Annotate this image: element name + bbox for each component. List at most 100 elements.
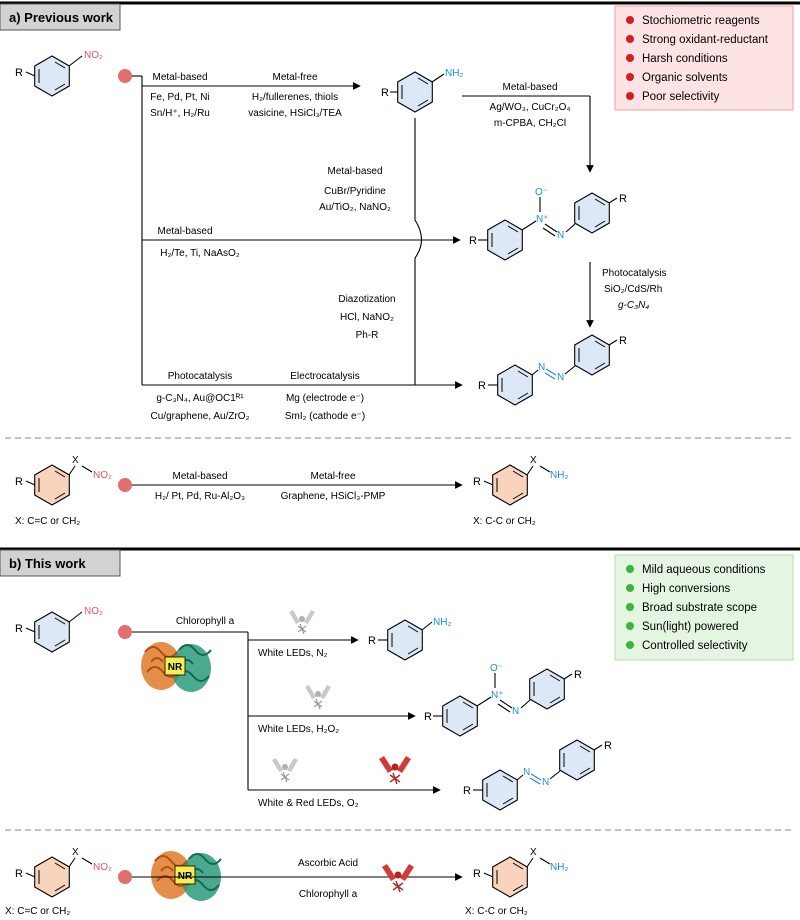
r-group: R [15, 623, 23, 635]
azoxy-n-plus: N⁺ [491, 690, 504, 701]
nitro-label: NO₂ [93, 470, 112, 481]
advantage-item: Sun(light) powered [642, 621, 739, 633]
r-group: R [15, 67, 23, 79]
drawback-item: Organic solvents [642, 72, 728, 84]
r-group: R [381, 87, 389, 99]
nitroalkyl-start-b: X NO₂ R [15, 847, 112, 898]
drawback-bullet-icon [626, 54, 634, 62]
label-metal-based-middle: Metal-based [327, 166, 382, 177]
condition-2: White LEDs, H₂O₂ [258, 724, 339, 735]
r-group: R [619, 335, 627, 347]
start-node [118, 478, 132, 492]
label-direct: Metal-based [157, 226, 212, 237]
advantage-bullet-icon [626, 641, 634, 649]
advantage-bullet-icon [626, 622, 634, 630]
reagents-middle-b: Au/TiO₂, NaNO₂ [319, 202, 391, 213]
drawback-item: Harsh conditions [642, 53, 728, 65]
azo-n2: N [542, 777, 549, 788]
red-led-icon [381, 863, 415, 893]
amine-label: NH₂ [550, 470, 568, 481]
label-electrocatalysis: Electrocatalysis [290, 371, 359, 382]
panel-b-label: b) This work [9, 556, 86, 571]
reagents-oxidation-b: m-CPBA, CH₂Cl [494, 118, 566, 129]
substituent-note-left-b: X: C=C or CH₂ [5, 906, 70, 917]
reagents-oxidation-a: Ag/WO₃, CuCr₂O₄ [490, 102, 571, 113]
drawback-bullet-icon [626, 73, 634, 81]
start-node [118, 625, 132, 639]
label-metal-free-1: Metal-free [272, 72, 317, 83]
azo-product-b: N N R R [463, 739, 612, 811]
r-group: R [424, 711, 432, 723]
white-led-icon [271, 757, 299, 783]
reagents-metal-free-1a: H₂/fullerenes, thiols [252, 92, 338, 103]
azo-product: N N R R [478, 334, 627, 406]
reagents-photocat-a: SiO₂/CdS/Rh [604, 284, 662, 295]
red-led-icon [378, 755, 412, 785]
nitroarene-start: NO₂ R [15, 50, 103, 97]
advantage-bullet-icon [626, 584, 634, 592]
r-group: R [619, 193, 627, 205]
reagent-chlorophyll: Chlorophyll a [299, 889, 358, 900]
nitroarene-start-b: NO₂ R [15, 606, 103, 653]
drawback-bullet-icon [626, 35, 634, 43]
advantage-item: Broad substrate scope [642, 602, 757, 614]
r-group: R [574, 669, 582, 681]
condition-3: White & Red LEDs, O₂ [258, 798, 359, 809]
azoxy-o-minus: O⁻ [535, 187, 548, 198]
azo-n2: N [557, 372, 564, 383]
label-photocatalysis-right: Photocatalysis [602, 268, 666, 279]
azoxy-o-minus: O⁻ [490, 663, 503, 674]
reagents-photo-bottom-b: Cu/graphene, Au/ZrO₂ [151, 411, 250, 422]
x-atom: X [72, 455, 79, 466]
r-group: R [473, 868, 481, 880]
nitro-label: NO₂ [84, 606, 103, 617]
reagents-metal-free-1b: vasicine, HSiCl₃/TEA [248, 108, 342, 119]
x-atom: X [72, 847, 79, 858]
r-group: R [15, 476, 23, 488]
aniline-product: NH₂ R [381, 68, 463, 113]
reagents-diazo-b: Ph-R [356, 330, 379, 341]
drawback-item: Stochiometric reagents [642, 15, 760, 27]
alkylamine-product: X NH₂ R [473, 455, 568, 506]
drawback-bullet-icon [626, 16, 634, 24]
amine-label: NH₂ [550, 862, 568, 873]
drawback-item: Strong oxidant-reductant [642, 34, 769, 46]
catalyst-label: Chlorophyll a [176, 616, 235, 627]
aniline-product-b: NH₂ R [368, 617, 451, 661]
advantage-bullet-icon [626, 565, 634, 573]
label-metal-based-1: Metal-based [152, 72, 207, 83]
white-led-icon [304, 684, 332, 710]
reagents-metal-free-alkyl: Graphene, HSiCl₃-PMP [281, 491, 386, 502]
nitroalkyl-start: X NO₂ R [15, 455, 112, 506]
azo-n1: N [538, 362, 545, 373]
azoxy-product-b: N⁺ O⁻ N R R [424, 663, 582, 737]
r-group: R [604, 740, 612, 752]
panel-a-label: a) Previous work [9, 10, 114, 25]
amine-label: NH₂ [433, 617, 451, 628]
reagents-diazo-a: HCl, NaNO₂ [340, 312, 394, 323]
drawback-bullet-icon [626, 92, 634, 100]
substituent-note-right-b: X: C-C or CH₂ [465, 906, 528, 917]
substituent-note-right: X: C-C or CH₂ [473, 516, 536, 527]
reagents-electro-b: SmI₂ (cathode e⁻) [285, 411, 365, 422]
start-node [118, 69, 132, 83]
panel-a-label-box [0, 3, 121, 31]
reagents-direct: H₂/Te, Ti, NaAsO₂ [160, 248, 240, 259]
aniline-down-line [414, 118, 423, 385]
azo-n1: N [523, 767, 530, 778]
panel-b-label-box [0, 549, 121, 577]
nanoreactor-protein: NR [140, 641, 212, 693]
nanoreactor-protein: NR [150, 850, 222, 902]
drawback-item: Poor selectivity [642, 91, 720, 103]
label-oxidation: Metal-based [502, 82, 557, 93]
advantage-item: High conversions [642, 583, 730, 595]
reagents-metal-based-alkyl: H₂/ Pt, Pd, Ru-Al₂O₃ [155, 491, 245, 502]
condition-1: White LEDs, N₂ [258, 648, 328, 659]
start-node [118, 870, 132, 884]
azoxy-n: N [557, 230, 564, 241]
advantage-bullet-icon [626, 603, 634, 611]
white-led-icon [288, 609, 316, 635]
r-group: R [478, 380, 486, 392]
